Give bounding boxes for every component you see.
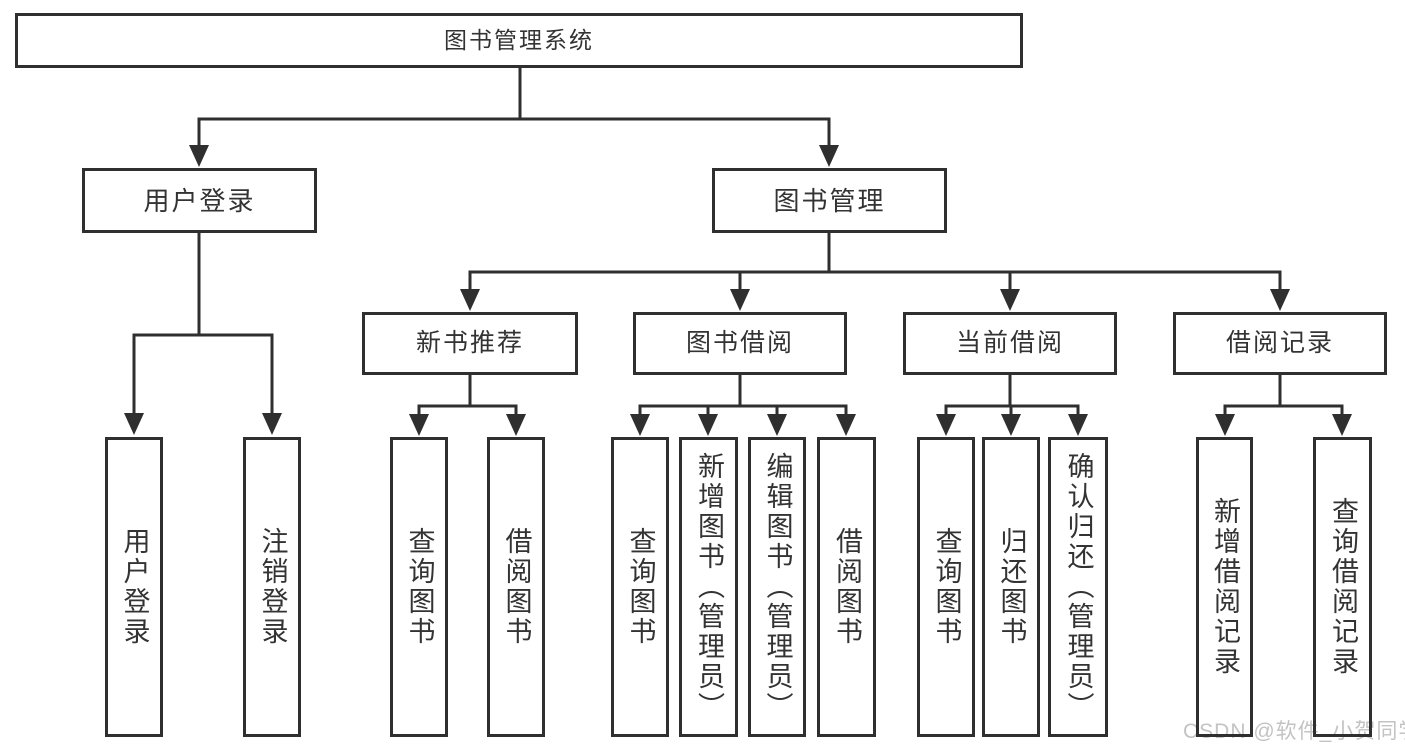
leaf-record-query-record: 查询借阅记录: [1313, 437, 1372, 737]
leaf-logout: 注销登录: [243, 437, 301, 737]
csdn-watermark: CSDN @软件_小贺同学: [1183, 720, 1405, 743]
leaf-newbook-query-book: 查询图书: [390, 437, 448, 737]
leaf-user-login: 用户登录: [105, 437, 163, 737]
node-user-login: 用户登录: [82, 168, 317, 233]
node-root-system: 图书管理系统: [15, 13, 1023, 68]
leaf-borrow-edit-book-admin: 编辑图书（管理员）: [748, 437, 806, 737]
leaf-borrow-borrow-book: 借阅图书: [817, 437, 876, 737]
leaf-current-confirm-return-admin: 确认归还（管理员）: [1048, 437, 1108, 737]
leaf-current-query-book: 查询图书: [917, 437, 975, 737]
node-book-borrow: 图书借阅: [633, 312, 847, 375]
node-borrow-record: 借阅记录: [1173, 312, 1387, 375]
leaf-current-return-book: 归还图书: [982, 437, 1040, 737]
leaf-borrow-query-book: 查询图书: [611, 437, 669, 737]
node-book-management: 图书管理: [712, 168, 947, 233]
node-current-borrow: 当前借阅: [903, 312, 1117, 375]
arrowheads: [124, 145, 1352, 436]
connector-lines: [132, 68, 1344, 418]
leaf-newbook-borrow-book: 借阅图书: [487, 437, 545, 737]
node-new-book-recommend: 新书推荐: [362, 312, 578, 375]
leaf-record-add-record: 新增借阅记录: [1196, 437, 1253, 737]
leaf-borrow-add-book-admin: 新增图书（管理员）: [679, 437, 738, 737]
